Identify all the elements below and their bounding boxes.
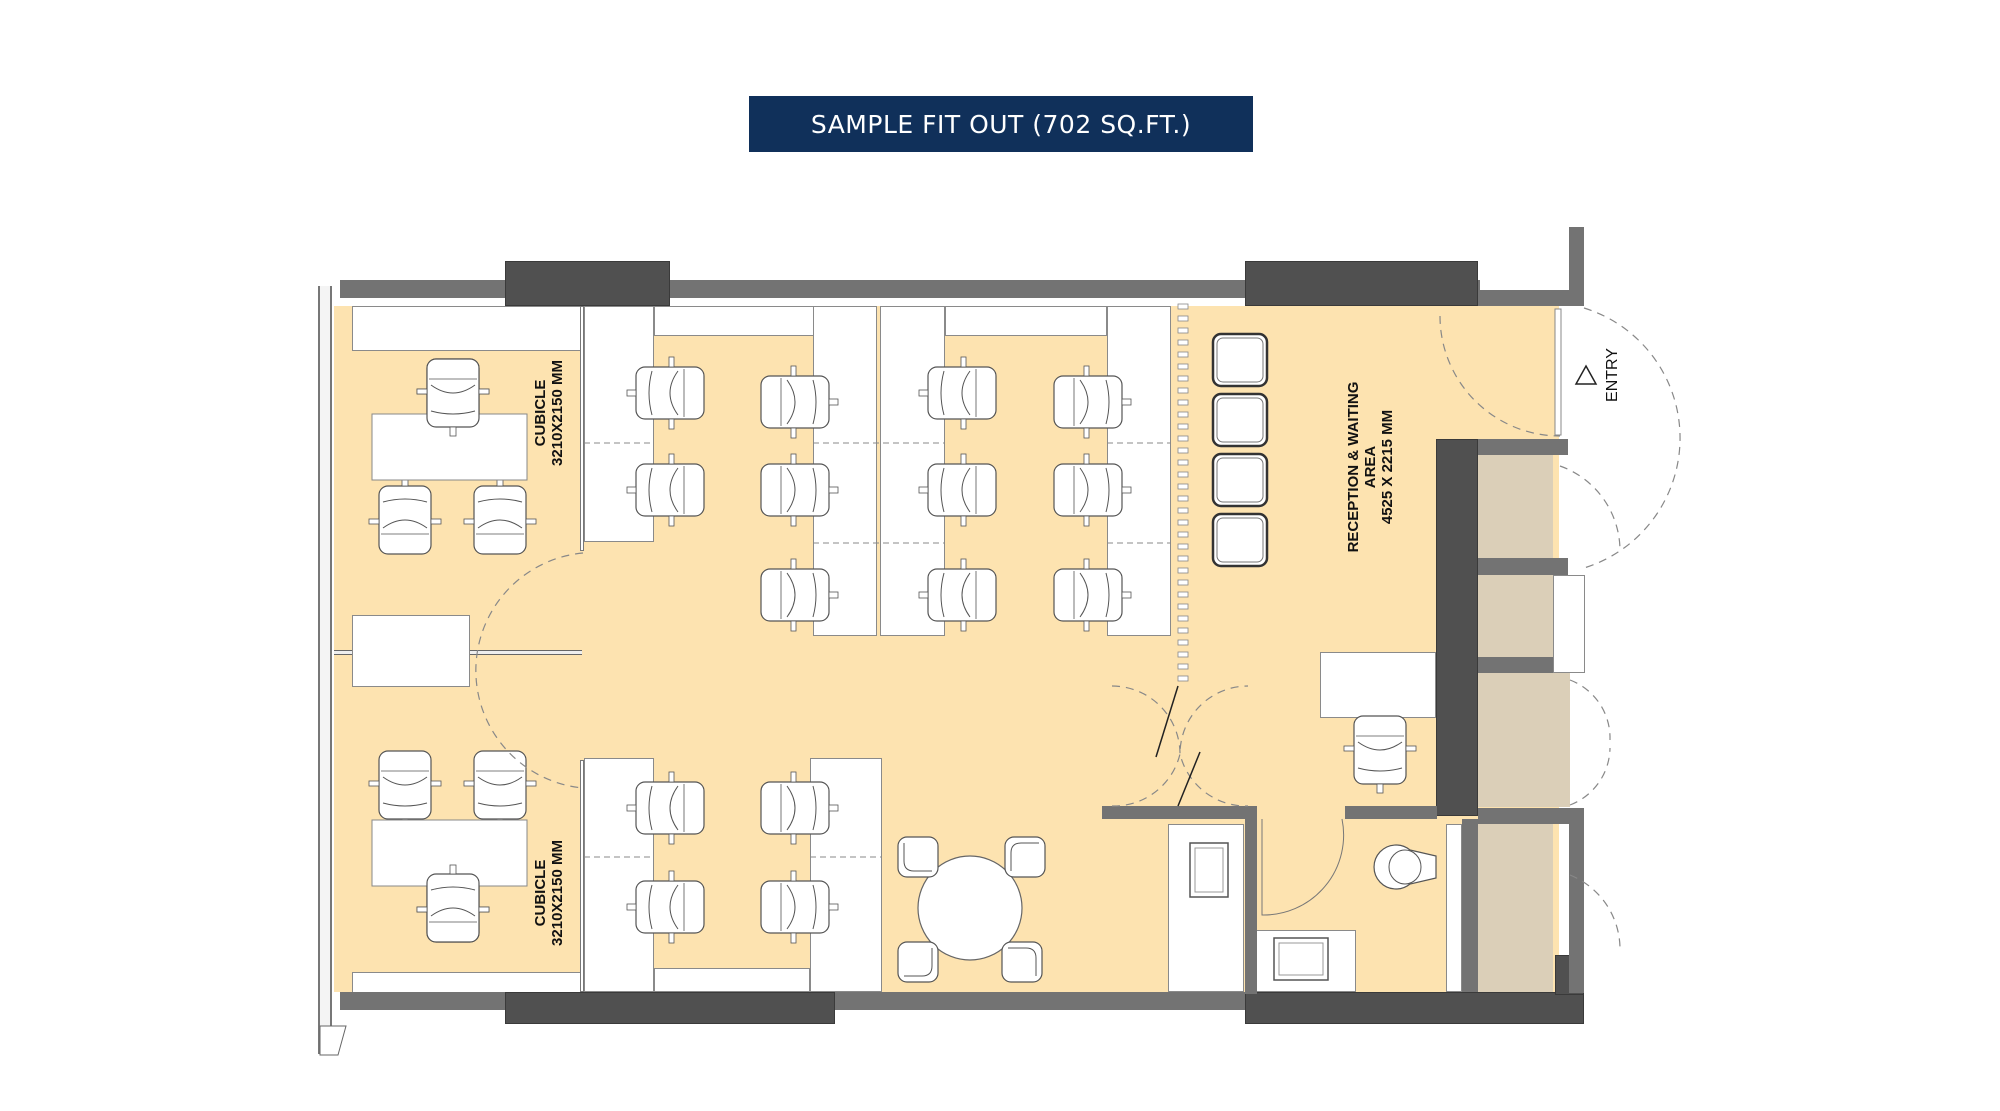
workstation-chairs-bottom [626,771,839,944]
toilet-door-swing [1261,818,1345,916]
shaft-1 [1478,455,1553,558]
shaft-4 [1478,824,1553,992]
wall-toilet-top [1102,806,1248,819]
column-top-2 [1245,261,1478,306]
waiting-chairs [1211,332,1269,568]
shaft-3 [1478,673,1570,807]
wall-toilet-left [1245,806,1257,994]
chair [368,750,442,829]
wall-top-right [1478,290,1584,306]
wall-toilet-right [1462,819,1478,992]
desk-top-a2 [654,306,814,336]
chair [463,750,537,829]
meeting-table [897,836,1046,983]
column-bottom-right [1245,992,1584,1024]
window-corner-detail [319,1025,347,1056]
column-bottom-1 [505,992,835,1024]
wall-shaft-top [1478,439,1568,455]
workstation-chairs-top [626,356,1132,632]
cubicle-wall-right [580,306,584,551]
toilet-side-strip [1446,824,1462,992]
plan-title: SAMPLE FIT OUT (702 SQ.FT.) [749,96,1253,152]
window-left [318,286,332,1054]
entry-triangle-icon [1574,364,1598,385]
glass-door-leaves [1155,685,1201,807]
reception-chair [1343,715,1417,794]
wall-shaft-div3 [1478,808,1584,824]
wall-entry-post [1569,227,1584,306]
entry-glass-door[interactable] [1554,308,1562,436]
desk-bottom-a [584,758,654,992]
pantry-sink [1189,842,1229,898]
door-swings [475,307,1681,951]
cabinet-middle [352,615,470,687]
slat-partition [1177,303,1189,682]
shaft-door-panel [1553,575,1585,673]
desk-dividers [584,442,1171,858]
desk-bottom-a2 [654,968,810,992]
wall-shaft-div1 [1478,558,1568,575]
wall-shaft-right [1569,808,1584,993]
column-top-1 [505,261,670,306]
desk-top-c2 [945,306,1107,336]
chair [368,476,442,555]
toilet-fixture [1373,844,1437,890]
shaft-2 [1478,575,1553,657]
wall-toilet-top-2 [1345,806,1437,819]
wall-shaft-div2 [1478,657,1553,673]
cubicle-wall-right-2 [580,760,584,992]
chair [463,476,537,555]
column-right [1436,439,1478,816]
toilet-basin [1273,937,1329,981]
